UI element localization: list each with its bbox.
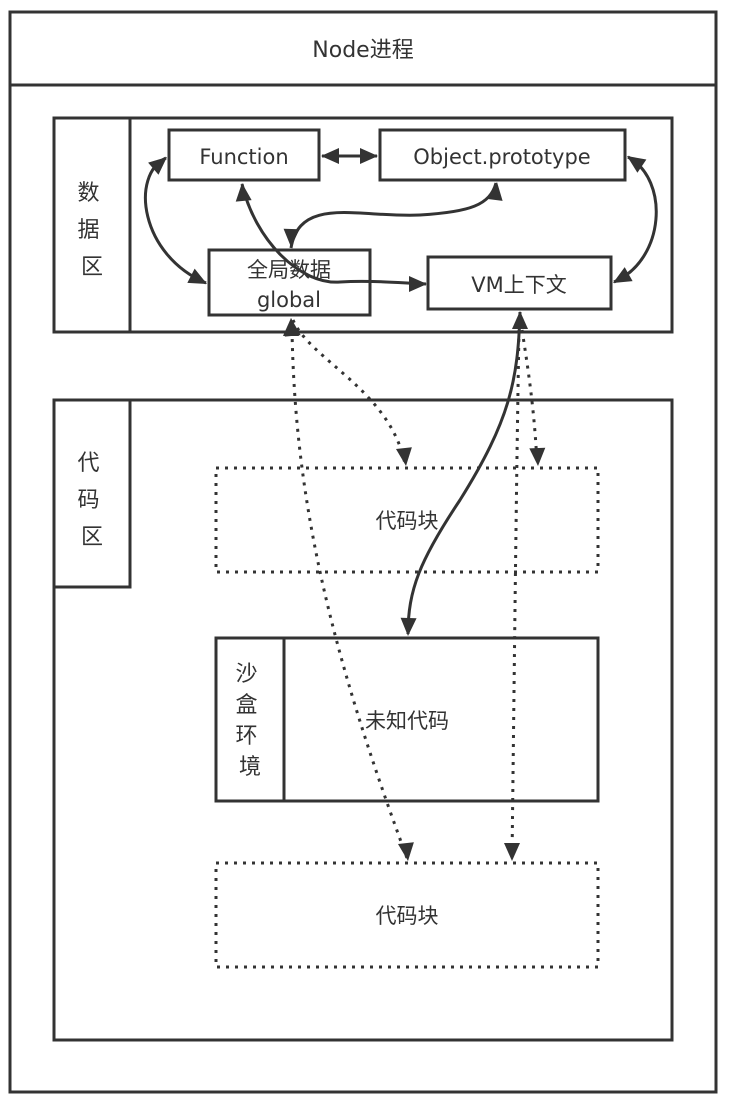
object-prototype-node[interactable] <box>378 128 627 182</box>
sandbox-label-char-1: 沙 <box>235 662 257 687</box>
code-area-label-char-2: 码 <box>77 488 99 513</box>
edges-layer <box>143 148 658 861</box>
edge-vm-codeblock1-head-end <box>529 447 546 466</box>
sandbox-label-char-3: 环 <box>235 724 257 749</box>
edge-function-object-prototype-head-start <box>321 148 339 164</box>
function-label: Function <box>199 145 288 169</box>
edge-global-codeblock2-head-start <box>283 318 299 336</box>
edge-function-global-head-start <box>148 157 167 175</box>
code-area-label-char-3: 区 <box>81 525 103 550</box>
data-area-label: 数 据 区 <box>77 181 106 280</box>
sandbox-label: 沙 盒 环 境 <box>235 662 264 780</box>
edge-function-vm-head-start <box>235 183 252 202</box>
edge-global-object-prototype-head-start <box>283 228 300 247</box>
data-area-label-char-1: 数 <box>77 181 99 206</box>
edge-object-prototype-vm-head-end <box>613 267 633 283</box>
code-area-label-char-1: 代 <box>77 451 99 476</box>
edge-global-codeblock1[interactable] <box>291 319 407 465</box>
code-block-2[interactable] <box>214 861 600 969</box>
code-area-label: 代 码 区 <box>77 451 106 550</box>
global-label-line1: 全局数据 <box>247 258 331 282</box>
object-prototype-label: Object.prototype <box>413 145 590 169</box>
data-area-label-char-3: 区 <box>81 255 103 280</box>
edge-vm-sandbox[interactable] <box>406 311 522 635</box>
code-block-1-label: 代码块 <box>376 509 439 533</box>
edge-function-vm[interactable] <box>240 183 427 286</box>
edges-top-layer <box>235 183 427 292</box>
sandbox-label-char-4: 境 <box>239 755 261 780</box>
edge-object-prototype-vm-head-start <box>627 156 647 173</box>
code-block-1[interactable] <box>214 466 600 574</box>
edge-global-object-prototype-head-end <box>486 182 503 201</box>
edge-vm-sandbox-head-end <box>400 617 417 636</box>
edge-global-object-prototype[interactable] <box>289 182 498 249</box>
code-area-label-box <box>52 398 132 589</box>
sandbox-content-label: 未知代码 <box>365 709 449 733</box>
edge-vm-codeblock2[interactable] <box>510 329 521 859</box>
edge-vm-codeblock2-head-end <box>504 843 520 861</box>
edge-vm-sandbox-head-start <box>512 311 528 329</box>
edge-function-object-prototype-head-end <box>360 148 378 164</box>
edge-function-vm-head-end <box>409 276 427 292</box>
vm-context-node[interactable] <box>426 255 613 311</box>
vm-context-label: VM上下文 <box>471 273 566 297</box>
function-node[interactable] <box>167 128 321 182</box>
sandbox-label-char-2: 盒 <box>235 693 257 718</box>
edge-global-codeblock2-head-end <box>397 842 414 861</box>
edge-global-codeblock1-head-end <box>395 447 412 466</box>
sandbox-box[interactable] <box>214 636 600 803</box>
node-process-title: Node进程 <box>312 38 413 63</box>
global-label-line2: global <box>257 288 321 312</box>
data-area-label-char-2: 据 <box>77 218 99 243</box>
code-block-2-label: 代码块 <box>376 904 439 928</box>
edge-function-global-head-end <box>187 268 207 284</box>
